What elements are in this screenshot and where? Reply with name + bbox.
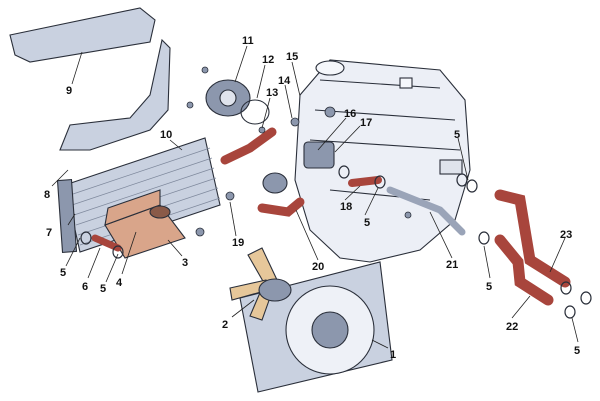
callout-2: 2 bbox=[222, 319, 228, 331]
pipe-21 bbox=[386, 186, 466, 236]
callout-3: 3 bbox=[182, 257, 188, 269]
callout-13: 13 bbox=[266, 87, 278, 99]
expansion-tank bbox=[104, 189, 186, 259]
thermostat bbox=[303, 141, 335, 169]
hose-clamps bbox=[80, 165, 592, 319]
callout-10: 10 bbox=[160, 129, 172, 141]
engine-outlet-fitting bbox=[439, 159, 463, 175]
callout-5-c: 5 bbox=[364, 217, 370, 229]
hoses bbox=[91, 127, 571, 306]
pump-gasket bbox=[240, 99, 270, 125]
callout-6: 6 bbox=[82, 281, 88, 293]
engine-block bbox=[294, 59, 471, 263]
hose-20 bbox=[257, 197, 305, 217]
hose-6 bbox=[91, 234, 122, 252]
callout-11: 11 bbox=[242, 35, 254, 47]
callout-16: 16 bbox=[344, 108, 356, 120]
water-pump bbox=[205, 79, 251, 117]
hose-22 bbox=[494, 234, 554, 306]
radiator bbox=[56, 137, 221, 253]
cooling-fan bbox=[229, 247, 292, 321]
hose-23 bbox=[494, 189, 571, 288]
callout-19: 19 bbox=[232, 237, 244, 249]
callout-17: 17 bbox=[360, 117, 372, 129]
callout-4: 4 bbox=[116, 277, 123, 289]
callout-5-a: 5 bbox=[60, 267, 66, 279]
thermostat-cover bbox=[262, 172, 288, 194]
upper-deflector bbox=[9, 7, 156, 63]
callout-18: 18 bbox=[340, 201, 352, 213]
leader-lines bbox=[51, 45, 579, 349]
callout-22: 22 bbox=[506, 321, 518, 333]
side-deflector bbox=[59, 38, 171, 151]
hose-13 bbox=[220, 127, 277, 165]
callout-labels: 1 2 3 4 5 5 5 5 5 5 6 7 8 9 10 11 12 13 … bbox=[44, 35, 580, 361]
fan-motor bbox=[258, 278, 292, 302]
tank-cap bbox=[149, 205, 171, 219]
callout-7: 7 bbox=[46, 227, 52, 239]
callout-1: 1 bbox=[390, 349, 396, 361]
callout-5-d: 5 bbox=[454, 129, 460, 141]
callout-23: 23 bbox=[560, 229, 572, 241]
callout-15: 15 bbox=[286, 51, 298, 63]
callout-5-f: 5 bbox=[574, 345, 580, 357]
oil-filler-cap bbox=[315, 60, 345, 76]
callout-9: 9 bbox=[66, 85, 72, 97]
callout-14: 14 bbox=[278, 75, 291, 87]
callout-5-e: 5 bbox=[486, 281, 492, 293]
callout-5-b: 5 bbox=[100, 283, 106, 295]
callout-8: 8 bbox=[44, 189, 50, 201]
callout-12: 12 bbox=[262, 54, 274, 66]
callout-21: 21 bbox=[446, 259, 458, 271]
fasteners bbox=[186, 66, 412, 237]
hose-18 bbox=[348, 176, 382, 187]
callout-20: 20 bbox=[312, 261, 324, 273]
